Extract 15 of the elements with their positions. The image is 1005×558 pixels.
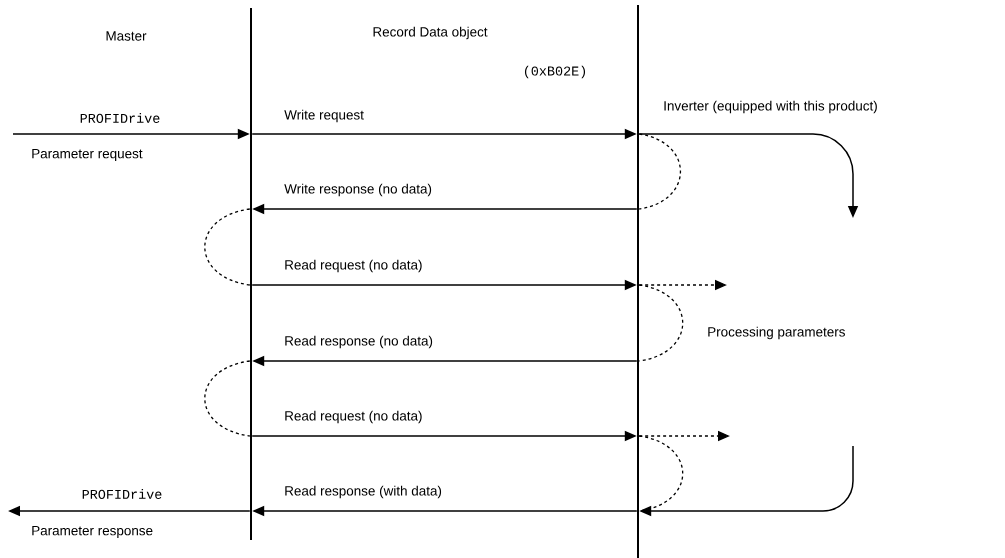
message-caption: Parameter response bbox=[32, 525, 153, 538]
participant-label: Inverter (equipped with this product) bbox=[664, 100, 877, 114]
message-label: Read response (with data) bbox=[283, 484, 443, 500]
message-label: Write request bbox=[283, 108, 365, 124]
message-label: Read request (no data) bbox=[283, 258, 424, 274]
message-label: PROFIDrive bbox=[80, 488, 164, 500]
message-caption: Parameter request bbox=[32, 149, 143, 161]
message-label: Read response (no data) bbox=[283, 334, 434, 350]
participant-label: Record Data object bbox=[373, 26, 488, 40]
message-label: PROFIDrive bbox=[78, 112, 162, 124]
participant-label: Master bbox=[106, 31, 147, 41]
note-text: Processing parameters bbox=[708, 326, 845, 340]
message-label: Read request (no data) bbox=[283, 409, 424, 425]
message-label: Write response (no data) bbox=[283, 182, 433, 198]
object-index: (0xB02E) bbox=[524, 65, 585, 79]
